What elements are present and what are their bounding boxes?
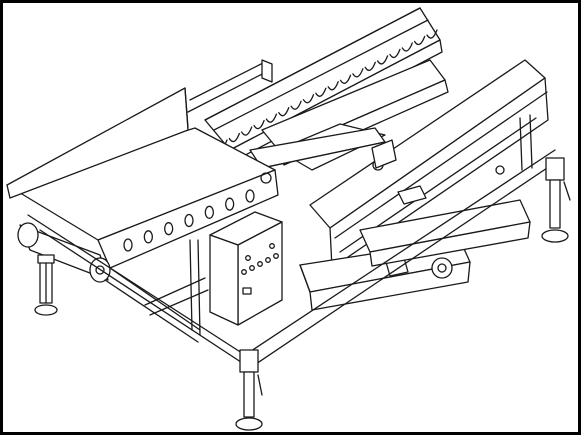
rail-bore bbox=[164, 222, 174, 236]
roller-scallop bbox=[413, 35, 426, 46]
leg-right bbox=[541, 157, 571, 243]
control-knob bbox=[269, 243, 275, 249]
control-box bbox=[209, 211, 283, 326]
leg-front-left bbox=[34, 254, 58, 316]
discharge-chute bbox=[299, 199, 531, 311]
roller-scallop bbox=[228, 132, 241, 143]
rail-bore bbox=[204, 205, 214, 219]
roller-scallops bbox=[216, 29, 438, 149]
rail-bore bbox=[245, 189, 255, 203]
leg-front-center bbox=[235, 349, 263, 431]
rail-bore bbox=[225, 197, 235, 211]
roller-scallop bbox=[278, 106, 290, 117]
right-belt-conveyor bbox=[309, 59, 549, 269]
roller-scallop bbox=[364, 61, 376, 72]
roller-scallop bbox=[401, 42, 413, 52]
roller-scallop bbox=[302, 94, 315, 104]
roller-scallop bbox=[315, 87, 327, 97]
roller-scallop bbox=[265, 113, 278, 123]
roller-scallop bbox=[339, 74, 352, 84]
roller-scallop bbox=[426, 29, 438, 39]
leveling-legs bbox=[34, 157, 571, 431]
control-knobs bbox=[241, 243, 279, 275]
roller-scallop bbox=[241, 126, 253, 136]
roller-scallop bbox=[352, 68, 364, 78]
control-knob bbox=[249, 265, 255, 271]
side-rail-bores bbox=[123, 189, 255, 252]
control-knob bbox=[257, 261, 263, 267]
roller-scallop bbox=[389, 48, 401, 59]
control-knob bbox=[273, 253, 279, 259]
roller-scallop bbox=[253, 119, 265, 130]
rail-bore bbox=[143, 230, 153, 244]
support-frame bbox=[27, 114, 557, 369]
roller-scallop bbox=[290, 100, 302, 110]
control-knob bbox=[241, 269, 247, 275]
roller-scallop bbox=[327, 81, 339, 91]
control-knob bbox=[265, 257, 271, 263]
roller-scallop bbox=[376, 55, 389, 65]
rail-bore bbox=[184, 213, 194, 228]
rail-bore bbox=[123, 238, 133, 252]
control-knob bbox=[245, 255, 251, 261]
